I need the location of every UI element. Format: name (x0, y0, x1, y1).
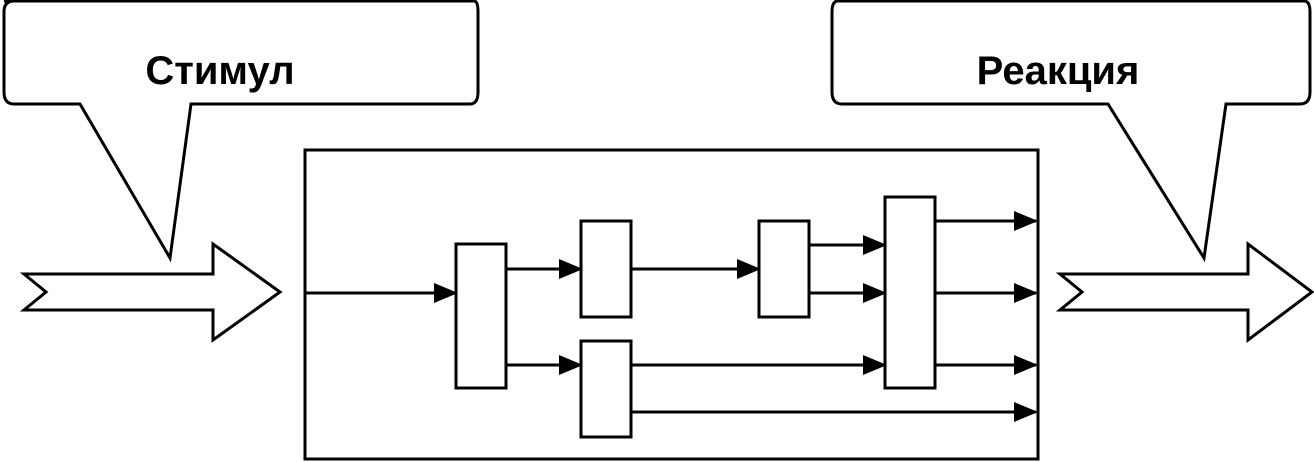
input-arrow (19, 241, 283, 343)
process-block-5 (883, 195, 937, 390)
stimulus-speech-bubble (2, 0, 480, 263)
reaction-label: Реакция (977, 49, 1140, 93)
output-arrow (1055, 241, 1314, 343)
process-block-1 (454, 242, 508, 390)
stimulus-label: Стимул (145, 49, 294, 93)
process-block-3 (579, 339, 633, 439)
process-block-4 (757, 219, 811, 319)
process-block-2 (579, 219, 633, 319)
reaction-speech-bubble (830, 0, 1312, 263)
